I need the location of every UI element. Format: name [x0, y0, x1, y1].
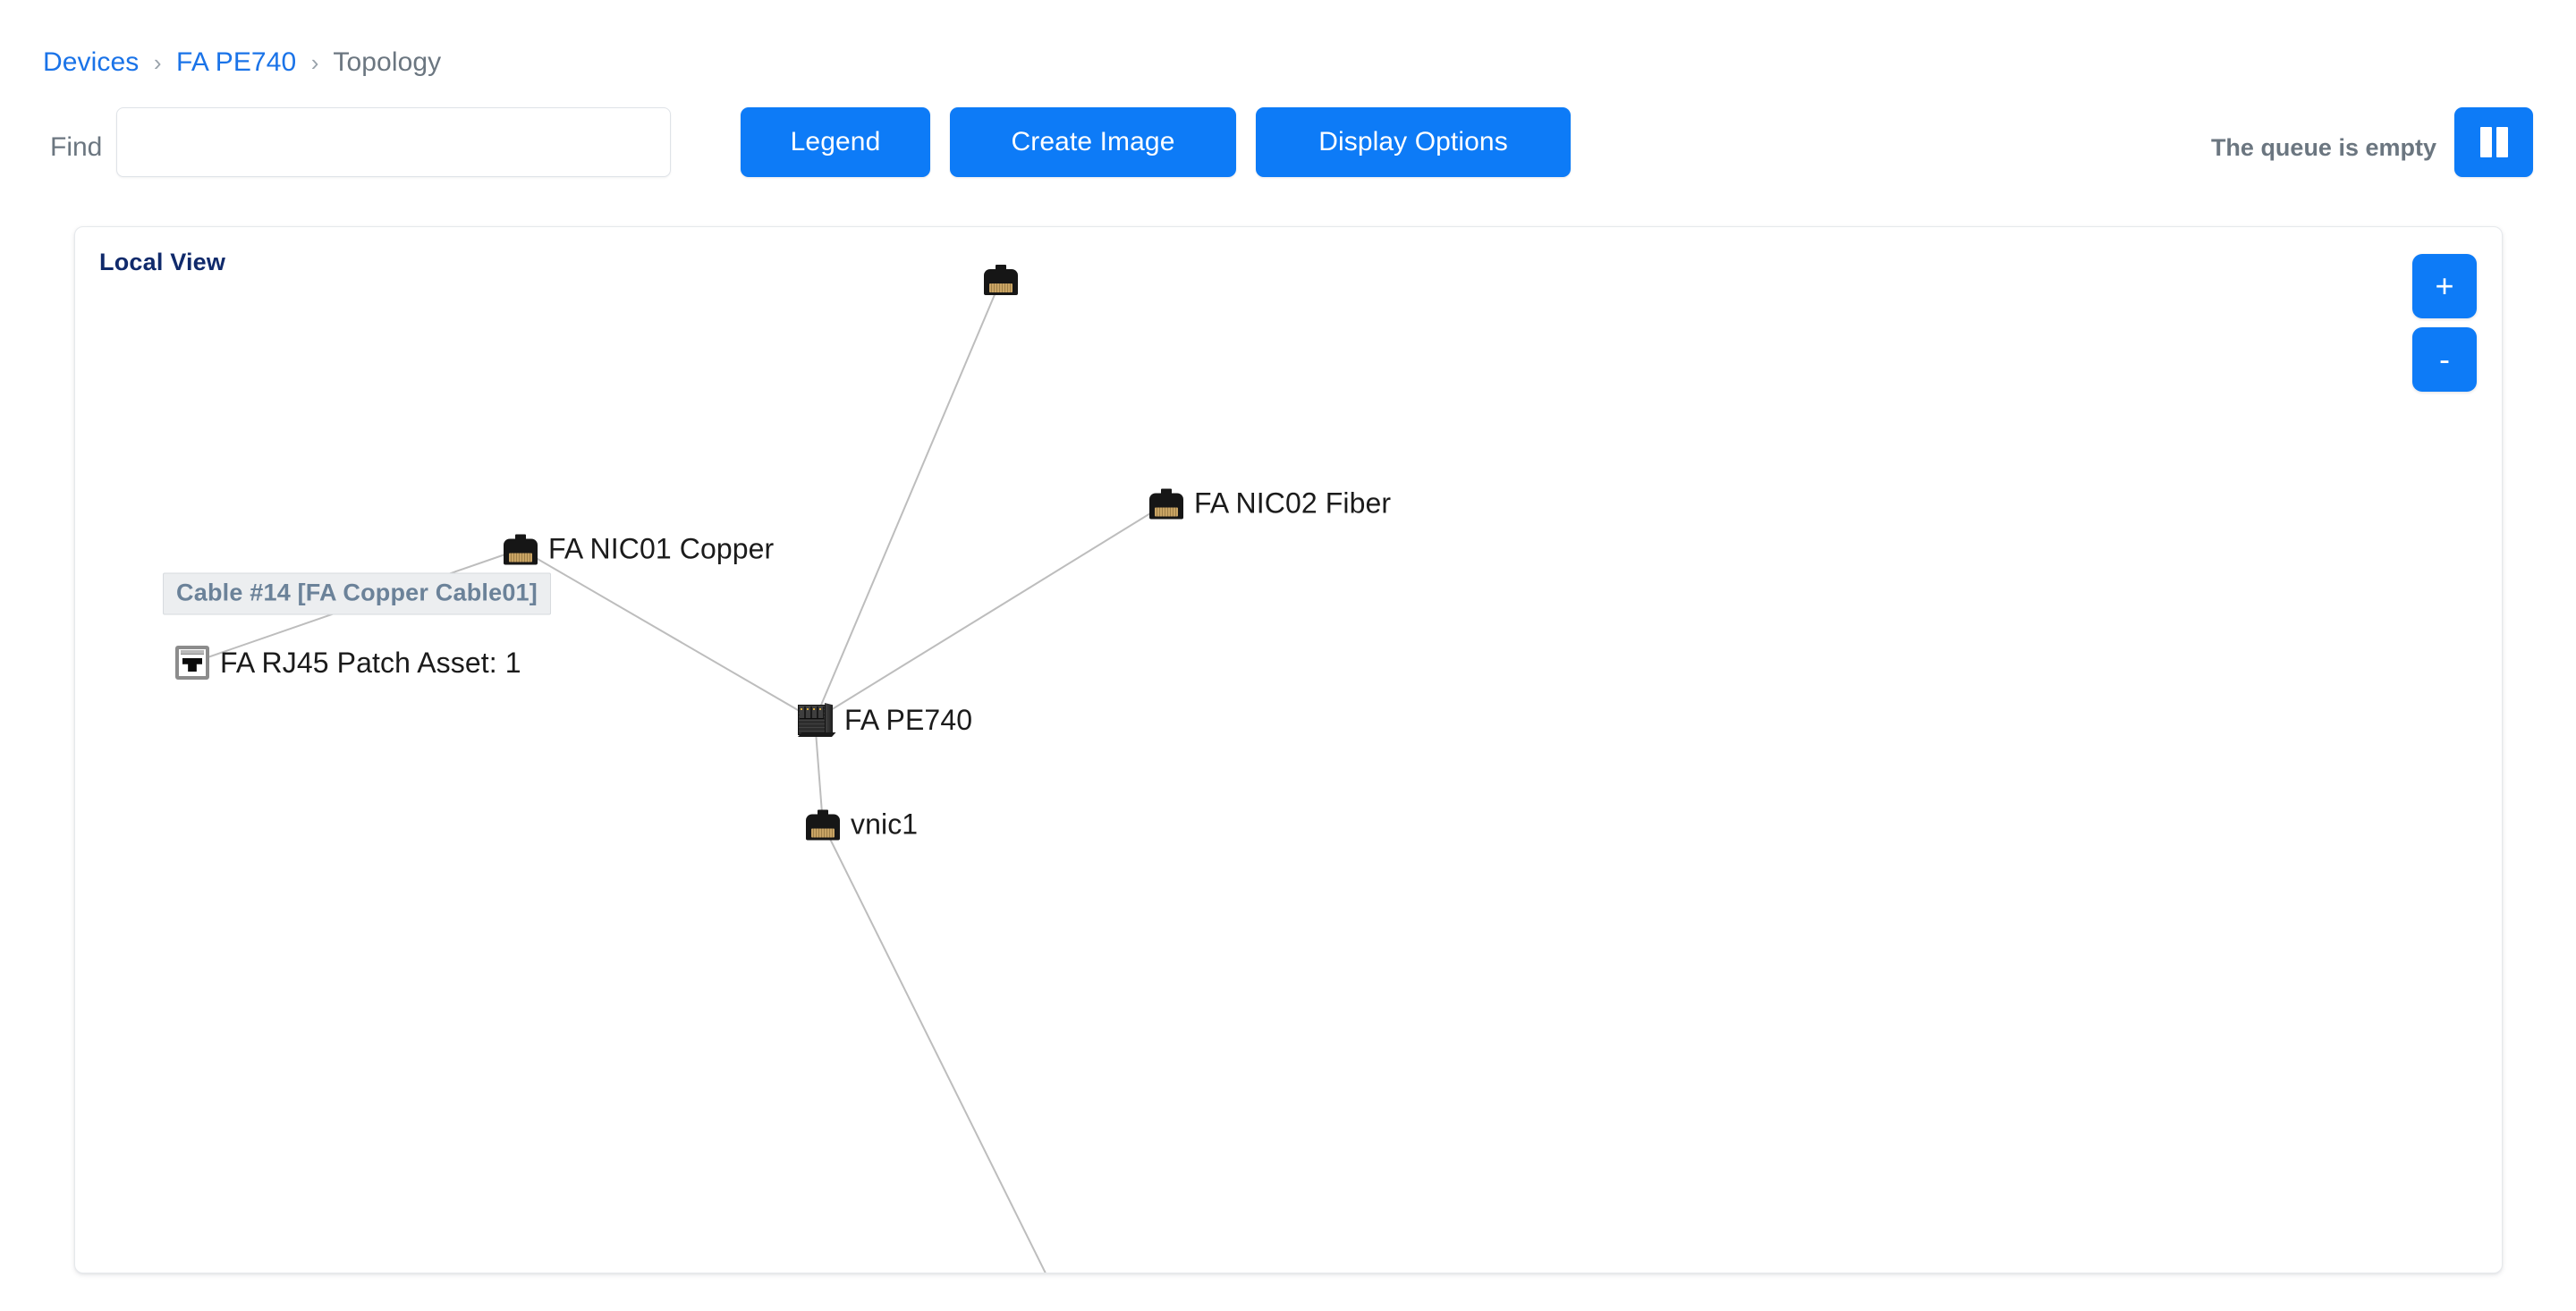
display-options-button[interactable]: Display Options — [1256, 107, 1571, 177]
topology-canvas-card: Local View + - FA NIC01 Copper FA NIC02 F… — [74, 226, 2503, 1273]
topology-edge-label[interactable]: Cable #14 [FA Copper Cable01] — [163, 572, 551, 615]
search-input[interactable] — [116, 107, 671, 177]
topology-edge[interactable] — [814, 279, 1002, 721]
queue-pause-button[interactable] — [2454, 107, 2533, 177]
topology-node-label: vnic1 — [851, 808, 919, 841]
topology-node-nic02-fiber[interactable]: FA NIC02 Fiber — [1149, 487, 1391, 520]
chassis-icon — [798, 703, 836, 737]
topology-node-pe740[interactable]: FA PE740 — [798, 703, 972, 737]
topology-edge[interactable] — [814, 503, 1167, 721]
nic-icon — [984, 265, 1018, 295]
breadcrumb-separator: › — [310, 49, 319, 76]
topology-node-label: FA PE740 — [844, 703, 973, 736]
view-title: Local View — [99, 249, 226, 275]
topology-node-label: FA NIC02 Fiber — [1194, 486, 1392, 520]
legend-button[interactable]: Legend — [741, 107, 930, 177]
nic-icon — [1149, 488, 1183, 519]
topology-node-nic01-copper[interactable]: FA NIC01 Copper — [504, 533, 774, 566]
topology-node-label: FA NIC01 Copper — [548, 532, 775, 565]
pause-icon — [2479, 127, 2492, 157]
find-label: Find — [50, 132, 103, 162]
topology-edge[interactable] — [520, 548, 816, 721]
topology-graph-edges — [191, 279, 1167, 1273]
breadcrumb-item-topology: Topology — [333, 47, 442, 77]
nic-icon — [504, 534, 538, 564]
topology-node-label: FA RJ45 Patch Asset: 1 — [220, 646, 521, 679]
zoom-controls: + - — [2412, 254, 2477, 392]
zoom-in-button[interactable]: + — [2412, 254, 2477, 318]
topology-node-vnic1[interactable]: vnic1 — [806, 808, 918, 842]
breadcrumb-item-device[interactable]: FA PE740 — [176, 47, 297, 77]
toolbar: Find Legend Create Image Display Options… — [0, 107, 2576, 188]
breadcrumb-separator: › — [153, 49, 162, 76]
patch-panel-icon — [175, 646, 209, 680]
pause-icon — [2496, 127, 2508, 157]
topology-edge[interactable] — [814, 719, 824, 825]
breadcrumb-item-devices[interactable]: Devices — [43, 47, 140, 77]
topology-edge[interactable] — [822, 824, 1059, 1273]
nic-icon — [806, 809, 840, 840]
topology-node-rj45-patch[interactable]: FA RJ45 Patch Asset: 1 — [175, 646, 521, 680]
queue-status-text: The queue is empty — [2210, 134, 2436, 161]
topology-node-nic-top[interactable] — [984, 265, 1018, 295]
create-image-button[interactable]: Create Image — [950, 107, 1236, 177]
breadcrumb: Devices › FA PE740 › Topology — [43, 47, 441, 79]
zoom-out-button[interactable]: - — [2412, 327, 2477, 392]
